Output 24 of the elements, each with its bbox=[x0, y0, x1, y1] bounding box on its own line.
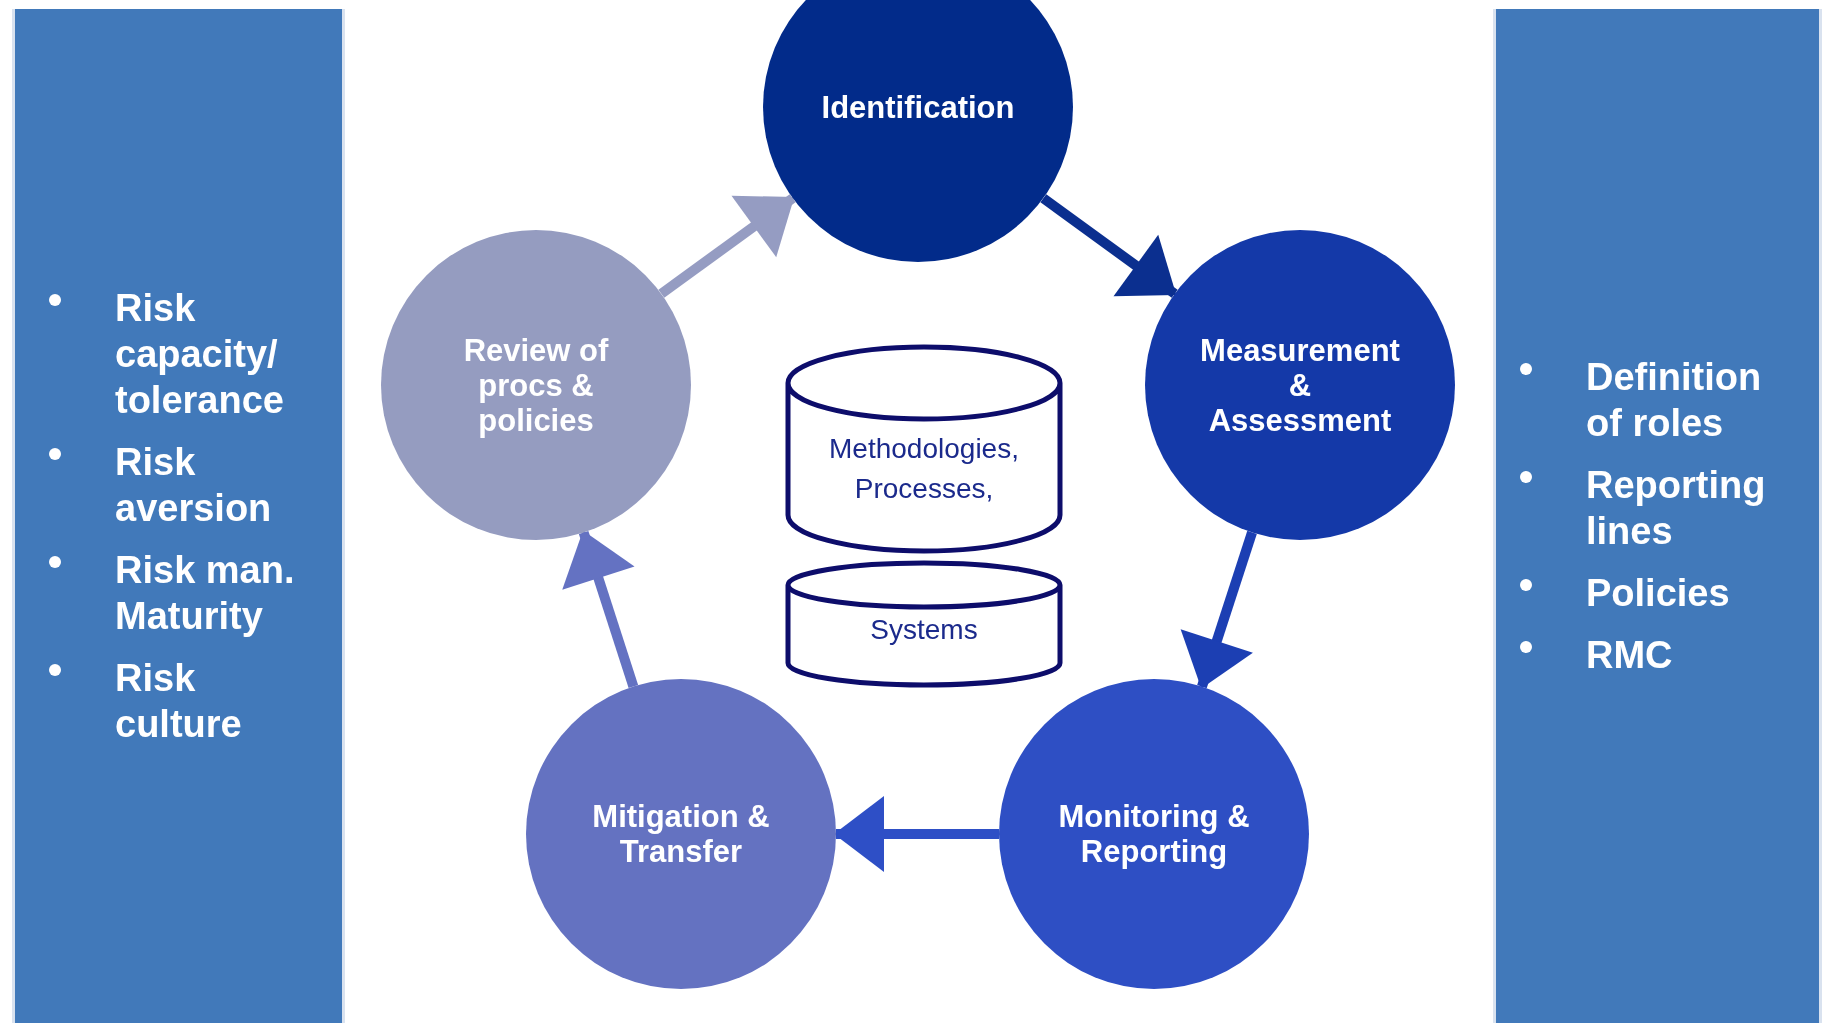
block-arrow bbox=[1180, 530, 1257, 689]
step-label: Monitoring & Reporting bbox=[1057, 799, 1251, 869]
bullet-item: Risk aversion bbox=[115, 440, 273, 531]
step-label: Review of procs & policies bbox=[462, 332, 610, 438]
bullet-item: Risk culture bbox=[115, 656, 243, 747]
step-label: Measurement & Assessment bbox=[1199, 332, 1401, 438]
database-cylinder bbox=[784, 344, 1064, 554]
block-arrow bbox=[834, 796, 999, 872]
cylinder-label: Methodologies, Processes, bbox=[828, 432, 1020, 506]
bullet-item: Definition of roles bbox=[1586, 355, 1763, 446]
side-panel bbox=[12, 9, 345, 1023]
step-label: Mitigation & Transfer bbox=[591, 799, 771, 869]
bullet-item: Policies bbox=[1586, 571, 1731, 616]
block-arrow bbox=[1040, 194, 1178, 298]
bullet-item: Risk capacity/ tolerance bbox=[115, 286, 285, 423]
step-label: Identification bbox=[821, 89, 1015, 125]
block-arrow bbox=[658, 194, 796, 298]
cylinder-label: Systems bbox=[869, 613, 979, 647]
side-panel bbox=[1493, 9, 1822, 1023]
database-cylinder bbox=[784, 560, 1064, 688]
bullet-item: Risk man. Maturity bbox=[115, 548, 296, 639]
bullet-item: RMC bbox=[1586, 633, 1674, 678]
bullet-item: Reporting lines bbox=[1586, 463, 1767, 554]
block-arrow bbox=[562, 530, 639, 689]
